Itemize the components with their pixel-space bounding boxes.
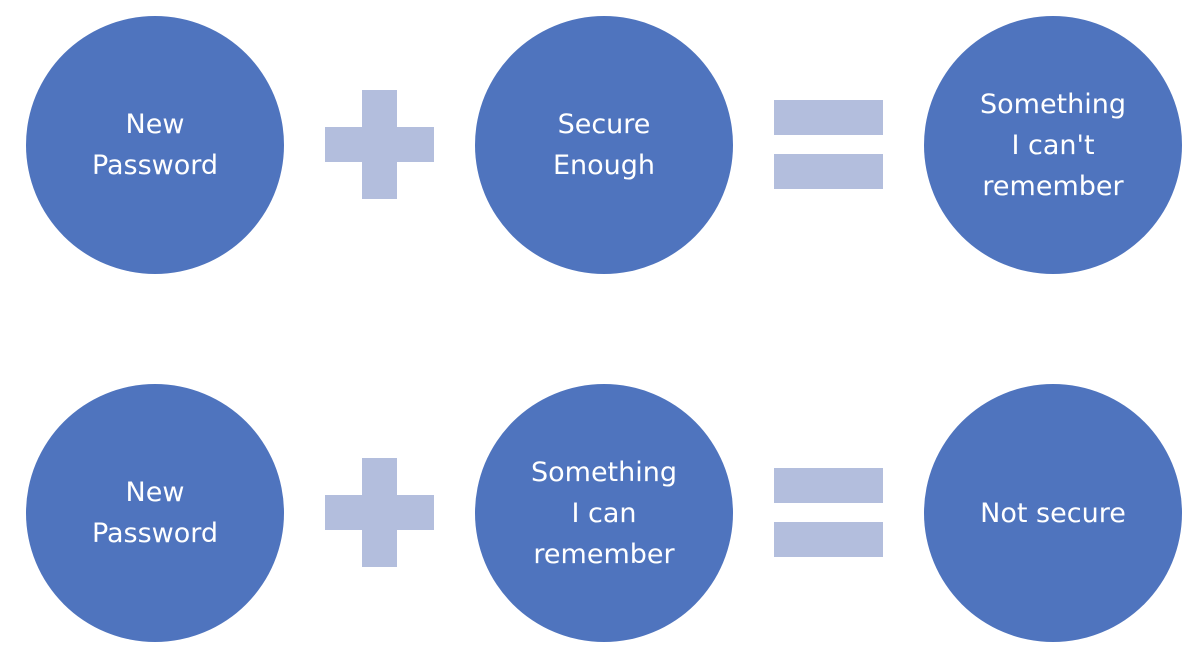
term-secure-enough: Secure Enough bbox=[475, 16, 733, 274]
equals-icon bbox=[774, 468, 883, 557]
equals-icon bbox=[774, 100, 883, 189]
circle-label: New Password bbox=[91, 109, 219, 181]
result-not-secure: Not secure bbox=[924, 384, 1182, 642]
plus-icon bbox=[325, 90, 434, 199]
term-new-password: New Password bbox=[26, 384, 284, 642]
circle-label: Something I can remember bbox=[530, 456, 678, 570]
circle-label: Something I can't remember bbox=[979, 88, 1127, 202]
circle-label: New Password bbox=[91, 477, 219, 549]
circle-label: Secure Enough bbox=[552, 109, 656, 181]
term-new-password: New Password bbox=[26, 16, 284, 274]
result-cant-remember: Something I can't remember bbox=[924, 16, 1182, 274]
plus-icon bbox=[325, 458, 434, 567]
circle-label: Not secure bbox=[980, 497, 1126, 529]
term-can-remember: Something I can remember bbox=[475, 384, 733, 642]
